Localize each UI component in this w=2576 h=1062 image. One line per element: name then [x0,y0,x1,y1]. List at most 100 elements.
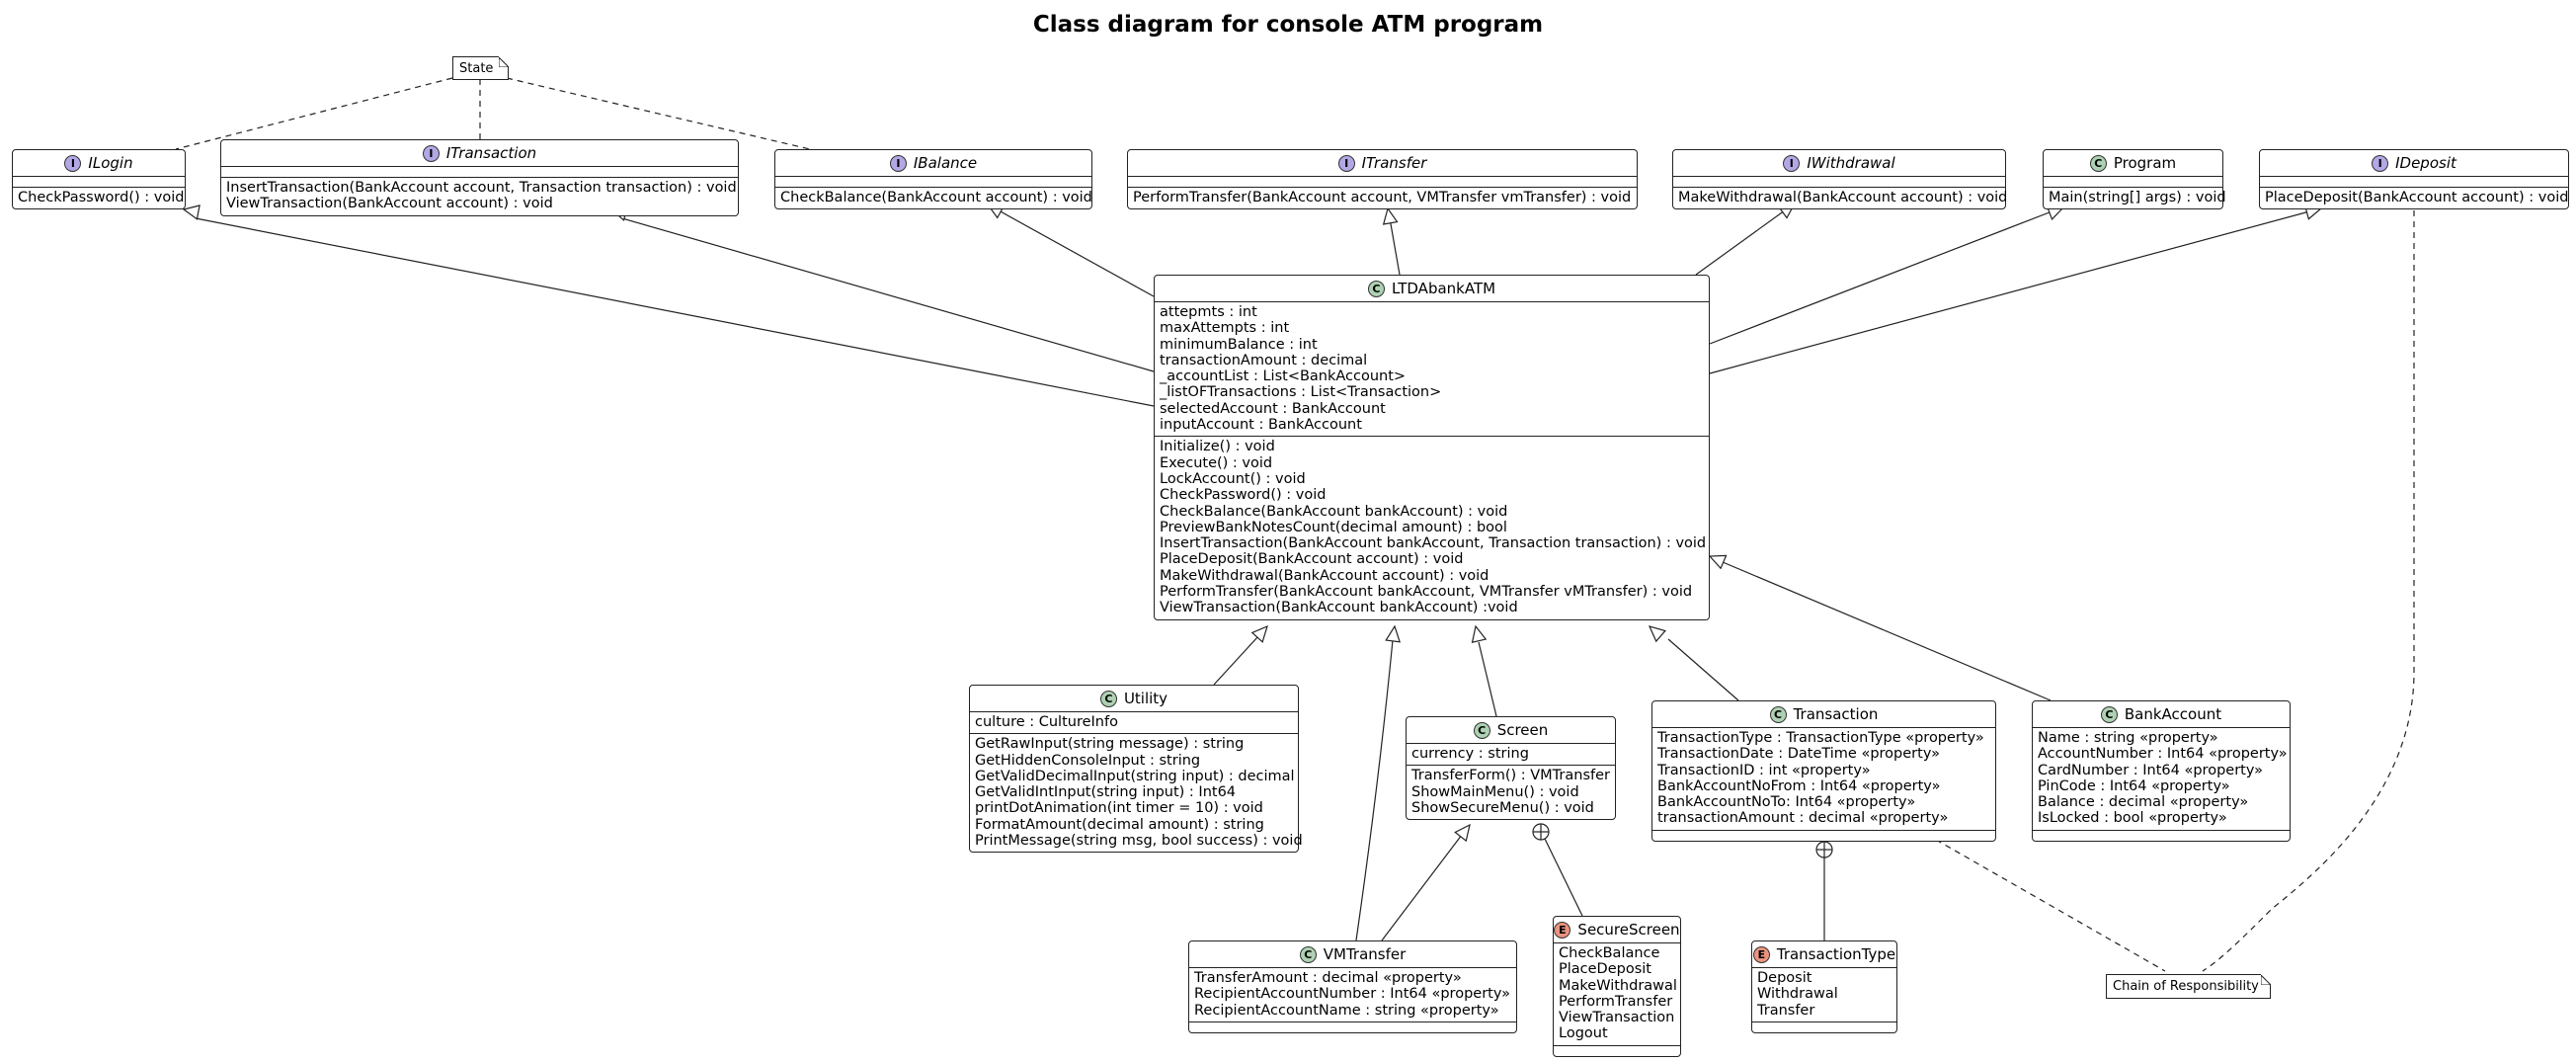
field-item: RecipientAccountNumber : Int64 «property… [1194,986,1511,1003]
arrowhead-ilogin [182,204,201,220]
field-item: PerformTransfer [1559,993,1673,1010]
methods-section: CheckBalance(BankAccount account) : void [775,187,1092,208]
note-chain-transaction-line [1935,839,2166,972]
class-name: ITransfer [1361,154,1427,172]
fields-section [221,166,738,177]
method-item: MakeWithdrawal(BankAccount account) : vo… [1678,190,2008,205]
method-item: ShowSecureMenu() : void [1411,799,1594,816]
methods-section: CheckPassword() : void [13,187,185,208]
method-item: FormatAmount(decimal amount) : string [975,816,1264,833]
field-item: Balance : decimal «property» [2038,794,2249,811]
method-item: ViewTransaction(BankAccount account) : v… [226,196,553,212]
inherit-itransfer-line [1389,217,1401,276]
field-item: inputAccount : BankAccount [1160,417,1362,434]
class-name: Program [2113,154,2177,172]
method-item: CheckPassword() : void [18,190,185,205]
method-item: GetValidIntInput(string input) : Int64 [975,784,1237,801]
class-header: C Utility [970,686,1298,711]
method-item: Main(string[] args) : void [2049,190,2226,205]
fields-section [2044,176,2222,187]
interface-badge-icon: I [422,144,440,162]
class-name: ITransaction [445,144,537,162]
method-item: InsertTransaction(BankAccount account, T… [226,180,737,196]
interface-badge-icon: I [2372,154,2389,172]
diagram-title: Class diagram for console ATM program [1032,12,1544,38]
class-name: LTDAbankATM [1391,280,1496,297]
field-item: TransferAmount : decimal «property» [1194,970,1462,986]
note-state-ibalance-line [506,77,811,150]
method-item: PerformTransfer(BankAccount account, VMT… [1133,190,1632,205]
class-badge-icon: C [1367,280,1385,297]
methods-section [1652,829,1995,841]
field-item: currency : string [1411,746,1529,762]
method-item: PreviewBankNotesCount(decimal amount) : … [1160,519,1507,535]
class-name: IDeposit [2395,154,2456,172]
class-name: Utility [1123,690,1168,707]
inherit-ilogin-line [195,217,1155,407]
class-badge-icon: C [2100,705,2118,723]
class-badge-icon: C [1299,945,1317,963]
interface-badge-icon: I [1337,154,1355,172]
note-fold-icon [498,56,510,68]
inherit-screen-line [1478,641,1497,717]
fields-section: currency : string [1407,743,1615,765]
fields-section [775,176,1091,187]
field-item: MakeWithdrawal [1559,977,1677,994]
arrowhead-vmtransfer-screen [1454,823,1471,843]
method-item: printDotAnimation(int timer = 10) : void [975,800,1263,817]
arrowhead-itransfer [1382,206,1399,225]
field-item: Deposit [1757,970,1812,986]
class-name: Screen [1496,721,1549,739]
method-item: CheckBalance(BankAccount account) : void [780,190,1092,205]
field-item: TransactionType : TransactionType «prope… [1657,730,1984,746]
field-item: Name : string «property» [2038,730,2218,746]
class-name: TransactionType [1776,945,1896,963]
method-item: TransferForm() : VMTransfer [1411,768,1610,784]
fields-section: Name : string «property»AccountNumber : … [2033,727,2290,830]
field-item: _listOFTransactions : List<Transaction> [1160,384,1442,401]
method-item: GetValidDecimalInput(string input) : dec… [975,768,1295,784]
field-item: TransactionDate : DateTime «property» [1657,746,1941,763]
class-name: BankAccount [2124,705,2222,723]
class-name: IBalance [913,154,978,172]
class-badge-icon: C [1099,690,1117,707]
field-item: ViewTransaction [1559,1010,1675,1026]
field-item: BankAccountNoTo: Int64 «property» [1657,794,1916,811]
method-item: LockAccount() : void [1160,470,1306,487]
methods-section: MakeWithdrawal(BankAccount account) : vo… [1673,187,2008,208]
methods-section [1189,1021,1516,1032]
methods-section: Main(string[] args) : void [2044,187,2226,208]
class-header: I IBalance [775,150,1091,176]
arrowhead-utility [1250,624,1268,643]
fields-section [1673,176,2005,187]
field-item: minimumBalance : int [1160,336,1318,353]
field-item: attepmts : int [1160,304,1257,320]
field-item: Logout [1559,1025,1608,1042]
field-item: PinCode : Int64 «property» [2038,777,2230,794]
class-header: C LTDAbankATM [1155,276,1709,301]
interface-badge-icon: I [889,154,907,172]
fields-section [1128,176,1637,187]
arrowhead-vmtransfer [1385,624,1401,643]
field-item: culture : CultureInfo [975,714,1118,730]
inherit-ideposit-line [1709,209,2314,374]
inherit-itransaction-line [621,217,1155,372]
methods-section: PerformTransfer(BankAccount account, VMT… [1128,187,1637,208]
arrowhead-transaction [1648,625,1666,643]
methods-section [1554,1044,1680,1056]
field-item: CheckBalance [1559,945,1660,961]
class-name: Transaction [1793,705,1879,723]
note-state: State [452,56,510,80]
field-item: CardNumber : Int64 «property» [2038,762,2264,778]
